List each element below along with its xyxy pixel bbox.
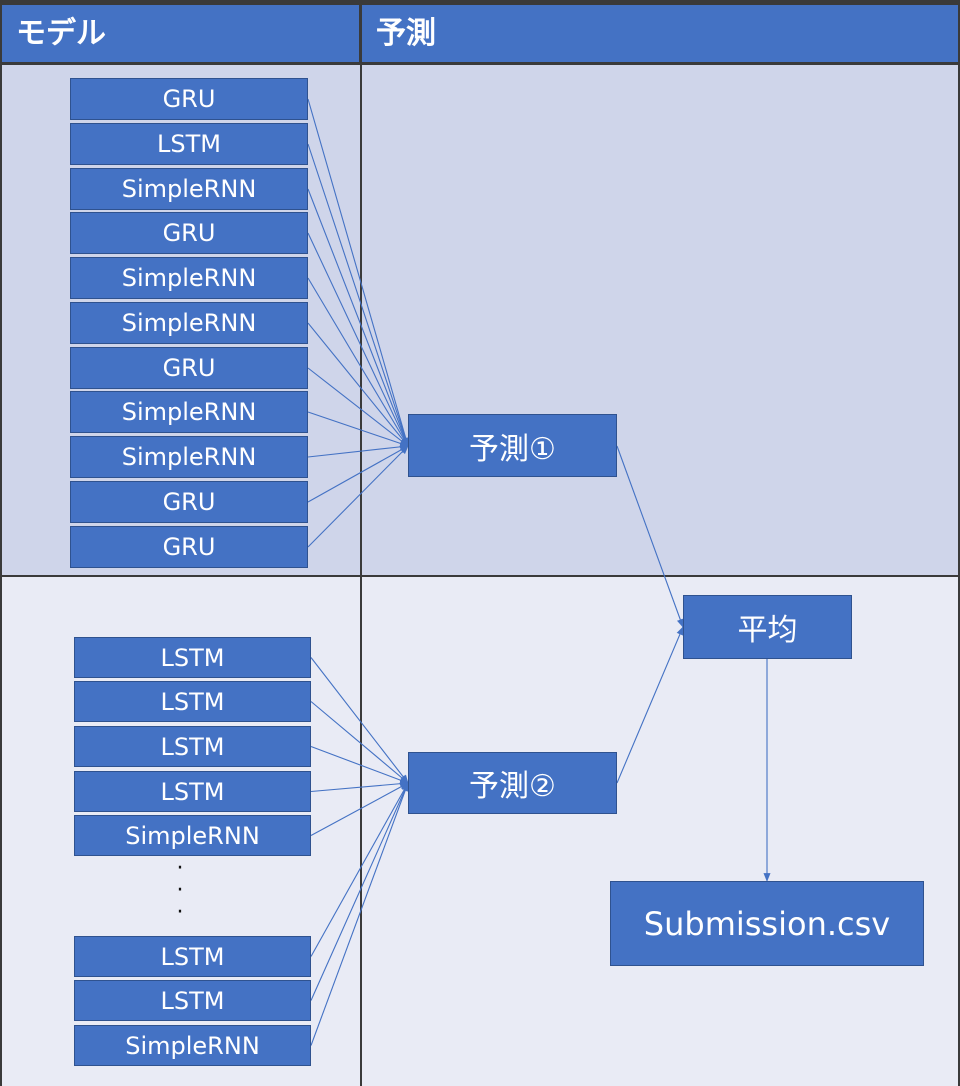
group1-connector (307, 143, 409, 447)
group2-connector (310, 780, 409, 793)
group2-model-box[interactable]: LSTM (74, 771, 311, 812)
group1-connector (307, 277, 409, 447)
group1-connector (307, 411, 409, 447)
header-prediction: 予測 (362, 5, 958, 62)
header-model: モデル (2, 5, 359, 62)
group2-connector (310, 701, 409, 784)
group1-connector (307, 445, 409, 503)
group2-model-box[interactable]: SimpleRNN (74, 815, 311, 856)
group1-model-box[interactable]: GRU (70, 212, 308, 254)
group2-model-box[interactable]: SimpleRNN (74, 1025, 311, 1066)
group2-connector (310, 782, 409, 836)
group2-model-box[interactable]: LSTM (74, 726, 311, 767)
prediction-2-box[interactable]: 予測② (408, 752, 617, 814)
prediction2-to-average-arrow (616, 626, 684, 784)
group1-model-box[interactable]: SimpleRNN (70, 168, 308, 210)
group2-connector (310, 657, 409, 784)
group2-connector (310, 782, 409, 1001)
prediction-1-box[interactable]: 予測① (408, 414, 617, 477)
group1-connector (307, 443, 409, 458)
group1-model-box[interactable]: LSTM (70, 123, 308, 165)
group2-model-box[interactable]: LSTM (74, 936, 311, 977)
average-box[interactable]: 平均 (683, 595, 852, 659)
submission-csv-box[interactable]: Submission.csv (610, 881, 924, 966)
group1-model-box[interactable]: SimpleRNN (70, 302, 308, 344)
group2-model-box[interactable]: LSTM (74, 681, 311, 722)
row1-prediction-cell (362, 65, 958, 575)
group2-model-box[interactable]: LSTM (74, 637, 311, 678)
group1-connector (307, 445, 409, 548)
group1-model-box[interactable]: GRU (70, 78, 308, 120)
row2-prediction-cell (362, 577, 958, 1086)
group2-model-box[interactable]: LSTM (74, 980, 311, 1021)
group1-model-box[interactable]: SimpleRNN (70, 391, 308, 433)
group2-connector (310, 782, 409, 1046)
group1-connector (307, 232, 409, 447)
group1-model-box[interactable]: SimpleRNN (70, 436, 308, 478)
group1-model-box[interactable]: GRU (70, 481, 308, 523)
group1-model-box[interactable]: GRU (70, 526, 308, 568)
group1-connector (307, 188, 409, 447)
group2-connector (310, 782, 409, 957)
group1-model-box[interactable]: SimpleRNN (70, 257, 308, 299)
group1-connector (307, 367, 409, 447)
prediction1-to-average-arrow (616, 445, 684, 628)
group1-connector (307, 98, 410, 447)
group1-connector (307, 322, 409, 447)
group2-connector (310, 745, 409, 784)
group1-model-box[interactable]: GRU (70, 347, 308, 389)
ellipsis: · · · (176, 856, 184, 925)
